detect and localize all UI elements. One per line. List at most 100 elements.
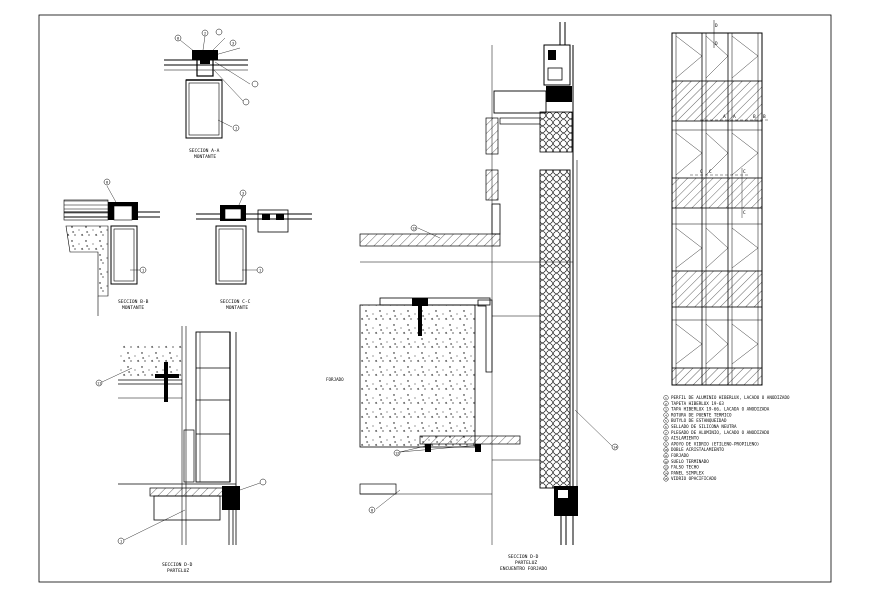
section-bb: 8 1 SECCION B-B MONTANTE: [63, 178, 160, 316]
legend-text: DOBLE ACRISTALAMIENTO: [671, 447, 724, 452]
legend-text: FORJADO: [671, 453, 689, 458]
caption-ddm-title: SECCION D-D: [508, 554, 539, 560]
legend-number: 5: [665, 419, 667, 423]
legend-text: SELLADO DE SILICONA NEUTRA: [671, 424, 737, 429]
callout-aa-2: 2: [204, 32, 206, 36]
legend-number-circle: [663, 435, 669, 441]
legend-item: 4 ROTURA DE PUENTE TERMICO: [663, 412, 732, 418]
legend-text: PANEL SIMPLEX: [671, 470, 704, 475]
legend-text: SUELO TERMINADO: [671, 459, 709, 464]
legend-number: 8: [665, 437, 667, 441]
legend-item: 2 TAPETA HIBERLUX 19-63: [663, 400, 724, 407]
legend-item: 7 PLEGADO DE ALUMINIO, LACADO O ANODIZADO: [663, 430, 770, 436]
callout-aa-3: 3: [232, 42, 234, 46]
legend-item: 3 TAPA HIBERLUX 19-66, LACADA O ANODIZADA: [663, 406, 770, 412]
legend-number-circle: [663, 453, 669, 459]
legend-number: 10: [664, 448, 668, 452]
facade-elevation: D D A A B B C C C C: [671, 20, 770, 386]
elevation-tag-c-4: C: [743, 210, 746, 216]
legend-text: PERFIL DE ALUMINIO HIBERLUX, LACADO O AN…: [671, 395, 790, 400]
section-aa: 8 2 3 1 SECCION A-A MONTANTE: [164, 28, 259, 160]
legend-item: 8 AISLAMIENTO: [663, 435, 699, 441]
legend-text: ROTURA DE PUENTE TERMICO: [671, 412, 732, 417]
legend-text: VIDRIO OPACIFICADO: [671, 476, 717, 481]
section-cc: 3 1 SECCION C-C MONTANTE: [196, 189, 312, 311]
callout-cc-2: 1: [259, 269, 261, 273]
elevation-tag-c-2: C: [709, 169, 712, 175]
legend-number-circle: [663, 470, 669, 476]
callout-ddm-4: 14: [613, 446, 617, 450]
sheet-frame: [38, 14, 832, 583]
label-forjado: FORJADO: [326, 377, 344, 382]
legend: 1 PERFIL DE ALUMINIO HIBERLUX, LACADO O A…: [663, 395, 790, 482]
caption-bb-sub: MONTANTE: [122, 305, 144, 311]
caption-ddl-sub: PARTELUZ: [167, 568, 189, 574]
legend-number-circle: [663, 476, 669, 482]
legend-item: 1 PERFIL DE ALUMINIO HIBERLUX, LACADO O A…: [663, 395, 790, 401]
callout-bb-2: 1: [142, 269, 144, 273]
elevation-tag-b-2: B: [763, 114, 766, 120]
legend-item: 9 APOYO DE VIDRIO (ETILENO-PROPILENO): [663, 441, 759, 447]
elevation-tag-d-1: D: [715, 23, 718, 29]
legend-text: AISLAMIENTO: [671, 436, 699, 441]
caption-ddm-sub1: PARTELUZ: [515, 560, 537, 566]
legend-number: 1: [665, 396, 667, 400]
legend-number: 13: [664, 466, 668, 470]
legend-number: 14: [664, 471, 668, 475]
legend-number: 9: [665, 442, 667, 446]
legend-text: TAPETA HIBERLUX 19-63: [671, 401, 724, 406]
elevation-tag-c-3: C: [743, 169, 746, 175]
legend-number: 15: [664, 477, 668, 481]
legend-number-circle: [663, 406, 669, 412]
caption-ddl-title: SECCION D-D: [162, 562, 193, 568]
legend-text: TAPA HIBERLUX 19-66, LACADA O ANODIZADA: [671, 407, 770, 412]
section-dd-main: 13 12 8 14 FORJADO SECCION D-D PARTELUZ …: [326, 22, 619, 572]
callout-ddl-1: 11: [97, 382, 101, 386]
legend-number-circle: [663, 395, 669, 401]
legend-text: PLEGADO DE ALUMINIO, LACADO O ANODIZADO: [671, 430, 770, 435]
elevation-tag-c-1: C: [700, 169, 703, 175]
elevation-tag-a-2: A: [733, 114, 736, 120]
callout-ddl-2: 1: [120, 540, 122, 544]
caption-ddm-sub2: ENCUENTRO FORJADO: [500, 566, 547, 572]
caption-cc-sub: MONTANTE: [226, 305, 248, 311]
legend-number-circle: [663, 464, 669, 470]
callout-aa-1: 8: [177, 37, 179, 41]
legend-number: 4: [665, 413, 667, 417]
elevation-tag-b-1: B: [753, 114, 756, 120]
legend-number-circle: [663, 400, 669, 407]
caption-bb-title: SECCION B-B: [118, 299, 149, 305]
section-dd-left: 11 1 SECCION D-D PARTELUZ: [95, 326, 267, 574]
legend-number-circle: [663, 424, 669, 430]
legend-text: FALSO TECHO: [671, 465, 699, 470]
legend-number-circle: [663, 458, 669, 465]
legend-number: 11: [664, 454, 668, 458]
legend-number-circle: [663, 418, 669, 424]
legend-text: BUTYLO DE ESTANQUEIDAD: [671, 418, 727, 423]
legend-text: APOYO DE VIDRIO (ETILENO-PROPILENO): [671, 441, 759, 446]
elevation-tag-d-2: D: [715, 41, 718, 47]
callout-ddm-1: 13: [412, 227, 416, 231]
callout-ddm-3: 8: [371, 509, 373, 513]
caption-aa-title: SECCION A-A: [189, 148, 220, 154]
callout-cc-1: 3: [242, 192, 244, 196]
callout-ddm-2: 12: [395, 452, 399, 456]
caption-cc-title: SECCION C-C: [220, 299, 251, 305]
legend-number: 2: [665, 402, 667, 406]
legend-number-circle: [663, 441, 669, 447]
legend-number: 7: [665, 431, 667, 435]
callout-bb-1: 8: [106, 181, 108, 185]
callout-aa-4: 1: [235, 127, 237, 131]
legend-number: 12: [664, 460, 668, 464]
elevation-tag-a-1: A: [723, 114, 726, 120]
legend-number-circle: [663, 447, 669, 453]
legend-number: 3: [665, 408, 667, 412]
